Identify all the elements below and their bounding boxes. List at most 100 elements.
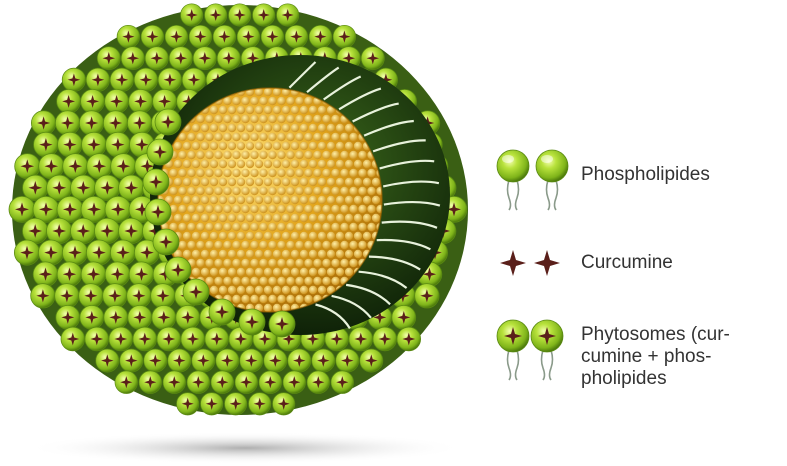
curcumin-bead	[291, 160, 299, 168]
curcumin-bead	[219, 232, 227, 240]
curcumin-bead	[241, 277, 249, 285]
phytosome-bead	[373, 327, 397, 351]
curcumin-bead	[336, 178, 344, 186]
curcumin-bead	[282, 286, 290, 294]
curcumin-bead	[277, 169, 285, 177]
phytosome-bead	[349, 327, 373, 351]
phytosome-bead	[82, 132, 107, 157]
phytosome-bead	[211, 371, 234, 394]
curcumin-bead	[268, 295, 276, 303]
phytosome-bead	[259, 371, 282, 394]
phytosome-bead	[177, 393, 199, 415]
curcumin-bead	[277, 187, 285, 195]
phytosome-bead	[285, 25, 308, 48]
phytosome-bead	[189, 25, 212, 48]
curcumin-bead	[354, 250, 362, 258]
curcumin-bead	[192, 178, 200, 186]
curcumin-bead	[327, 250, 335, 258]
legend-item-phytosomes: Phytosomes (cur- cumine + phos- pholipid…	[495, 324, 730, 390]
curcumin-bead	[340, 241, 348, 249]
curcumin-bead	[286, 205, 294, 213]
phytosome-bead	[110, 240, 135, 265]
curcumin-bead	[255, 214, 263, 222]
curcumin-bead	[205, 115, 213, 123]
curcumin-bead	[255, 142, 263, 150]
curcumin-bead	[196, 133, 204, 141]
curcumin-bead	[250, 277, 258, 285]
curcumin-bead	[246, 268, 254, 276]
curcumin-bead	[268, 223, 276, 231]
curcumin-bead	[273, 178, 281, 186]
curcumin-bead	[331, 241, 339, 249]
curcumin-bead	[259, 295, 267, 303]
curcumin-bead	[219, 196, 227, 204]
curcumin-bead	[331, 205, 339, 213]
curcumin-bead	[367, 169, 375, 177]
curcumin-bead	[192, 124, 200, 132]
curcumin-bead	[313, 277, 321, 285]
curcumin-bead	[331, 223, 339, 231]
phytosome-bead	[141, 25, 164, 48]
curcumin-bead	[322, 151, 330, 159]
curcumin-bead	[273, 124, 281, 132]
curcumin-bead	[313, 259, 321, 267]
phytosome-bead	[283, 371, 306, 394]
curcumin-bead	[331, 259, 339, 267]
curcumin-bead	[264, 304, 272, 312]
curcumin-bead	[286, 187, 294, 195]
curcumin-bead	[349, 133, 357, 141]
curcumin-bead	[372, 178, 380, 186]
curcumin-bead	[232, 205, 240, 213]
curcumin-bead	[250, 151, 258, 159]
phytosome-bead	[144, 349, 167, 372]
phytosome-bead	[105, 89, 129, 113]
curcumin-bead	[322, 241, 330, 249]
curcumin-bead	[174, 196, 182, 204]
phytosome-bead	[217, 47, 240, 70]
curcumin-bead	[277, 205, 285, 213]
phytosome-bead	[155, 109, 181, 135]
curcumin-bead	[304, 97, 312, 105]
curcumin-bead	[282, 124, 290, 132]
curcumin-bead	[174, 142, 182, 150]
curcumin-bead	[219, 142, 227, 150]
curcumin-bead	[219, 178, 227, 186]
phytosome-bead	[129, 89, 153, 113]
phytosome-bead	[34, 132, 59, 157]
curcumin-bead	[237, 286, 245, 294]
curcumin-bead	[313, 151, 321, 159]
phytosome-bead	[209, 299, 235, 325]
curcumin-bead	[300, 196, 308, 204]
phytosome-bead	[239, 309, 265, 335]
curcumin-bead	[286, 97, 294, 105]
curcumin-bead	[255, 178, 263, 186]
curcumin-bead	[268, 187, 276, 195]
phytosome-bead	[205, 327, 229, 351]
phytosome-bead	[151, 284, 175, 308]
curcumin-bead	[232, 223, 240, 231]
curcumin-bead	[214, 223, 222, 231]
curcumin-bead	[174, 178, 182, 186]
curcumin-bead	[268, 115, 276, 123]
curcumin-bead	[322, 169, 330, 177]
curcumin-bead	[192, 214, 200, 222]
curcumin-bead	[187, 205, 195, 213]
curcumin-bead	[210, 214, 218, 222]
curcumin-bead	[268, 97, 276, 105]
phytosome-bead	[360, 349, 383, 372]
curcumin-bead	[187, 133, 195, 141]
phytosome-bead	[158, 68, 181, 91]
curcumin-bead	[304, 223, 312, 231]
phytosome-bead	[110, 68, 133, 91]
phytosome-bead	[269, 311, 295, 337]
phytosome-bead	[361, 47, 384, 70]
curcumin-bead	[291, 232, 299, 240]
phytosome-bead	[213, 25, 236, 48]
curcumin-bead	[336, 160, 344, 168]
curcumin-bead	[340, 187, 348, 195]
curcumin-bead	[246, 214, 254, 222]
curcumin-bead	[264, 142, 272, 150]
phytosome-bead	[127, 111, 151, 135]
curcumin-bead	[246, 106, 254, 114]
curcumin-bead	[237, 106, 245, 114]
